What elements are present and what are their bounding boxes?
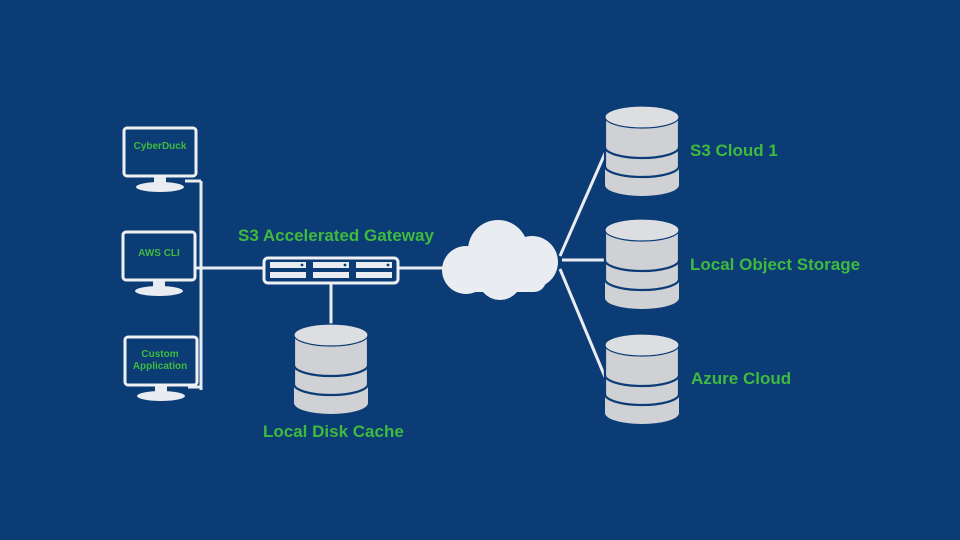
client-aws-cli xyxy=(121,230,197,298)
cache-database-icon xyxy=(292,322,370,416)
server-rack-icon xyxy=(262,256,400,285)
connector-azure xyxy=(558,268,607,378)
client-label-custom-application: Custom Application xyxy=(132,349,188,372)
client-label-cyberduck: CyberDuck xyxy=(133,141,187,152)
local-object-storage-label: Local Object Storage xyxy=(690,255,861,274)
local-object-database-icon xyxy=(603,217,681,311)
s3-cloud-label: S3 Cloud 1 xyxy=(690,141,778,160)
azure-database-icon xyxy=(603,332,681,426)
azure-cloud-label: Azure Cloud xyxy=(691,369,792,388)
monitor-icon xyxy=(121,230,197,298)
cache-label: Local Disk Cache xyxy=(263,422,404,441)
cloud-icon xyxy=(442,220,558,300)
connector-lines xyxy=(185,150,608,390)
s3-cloud-database-icon xyxy=(603,104,681,198)
client-label-aws-cli: AWS CLI xyxy=(138,248,180,259)
gateway-label: S3 Accelerated Gateway xyxy=(238,226,434,245)
connector-s3-cloud xyxy=(558,150,608,257)
